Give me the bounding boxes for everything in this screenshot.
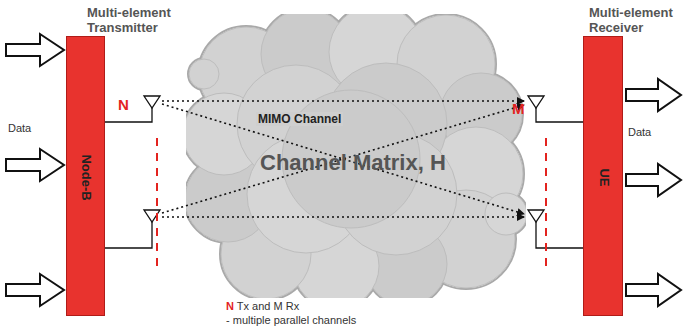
note-label: N Tx and M Rx (226, 300, 299, 312)
antenna-count: M (512, 100, 525, 117)
note-label: Data (8, 122, 31, 134)
channel-label: MIMO Channel (256, 112, 343, 126)
note-label: Data (628, 126, 651, 138)
box-name: Node-B (79, 154, 94, 200)
unit-heading: Multi-element Transmitter (87, 5, 207, 35)
unit-heading: Multi-element Receiver (589, 5, 685, 35)
antenna-count: N (118, 96, 129, 113)
equipment-box: Multi-element TransmitterNode-B (66, 36, 105, 316)
channel-cloud: MIMO ChannelChannel Matrix, H (186, 14, 526, 298)
equipment-box: Multi-element ReceiverUE (583, 36, 623, 316)
matrix-label: Channel Matrix, H (260, 150, 446, 176)
box-name: UE (597, 168, 612, 186)
note-label: - multiple parallel channels (226, 314, 356, 326)
